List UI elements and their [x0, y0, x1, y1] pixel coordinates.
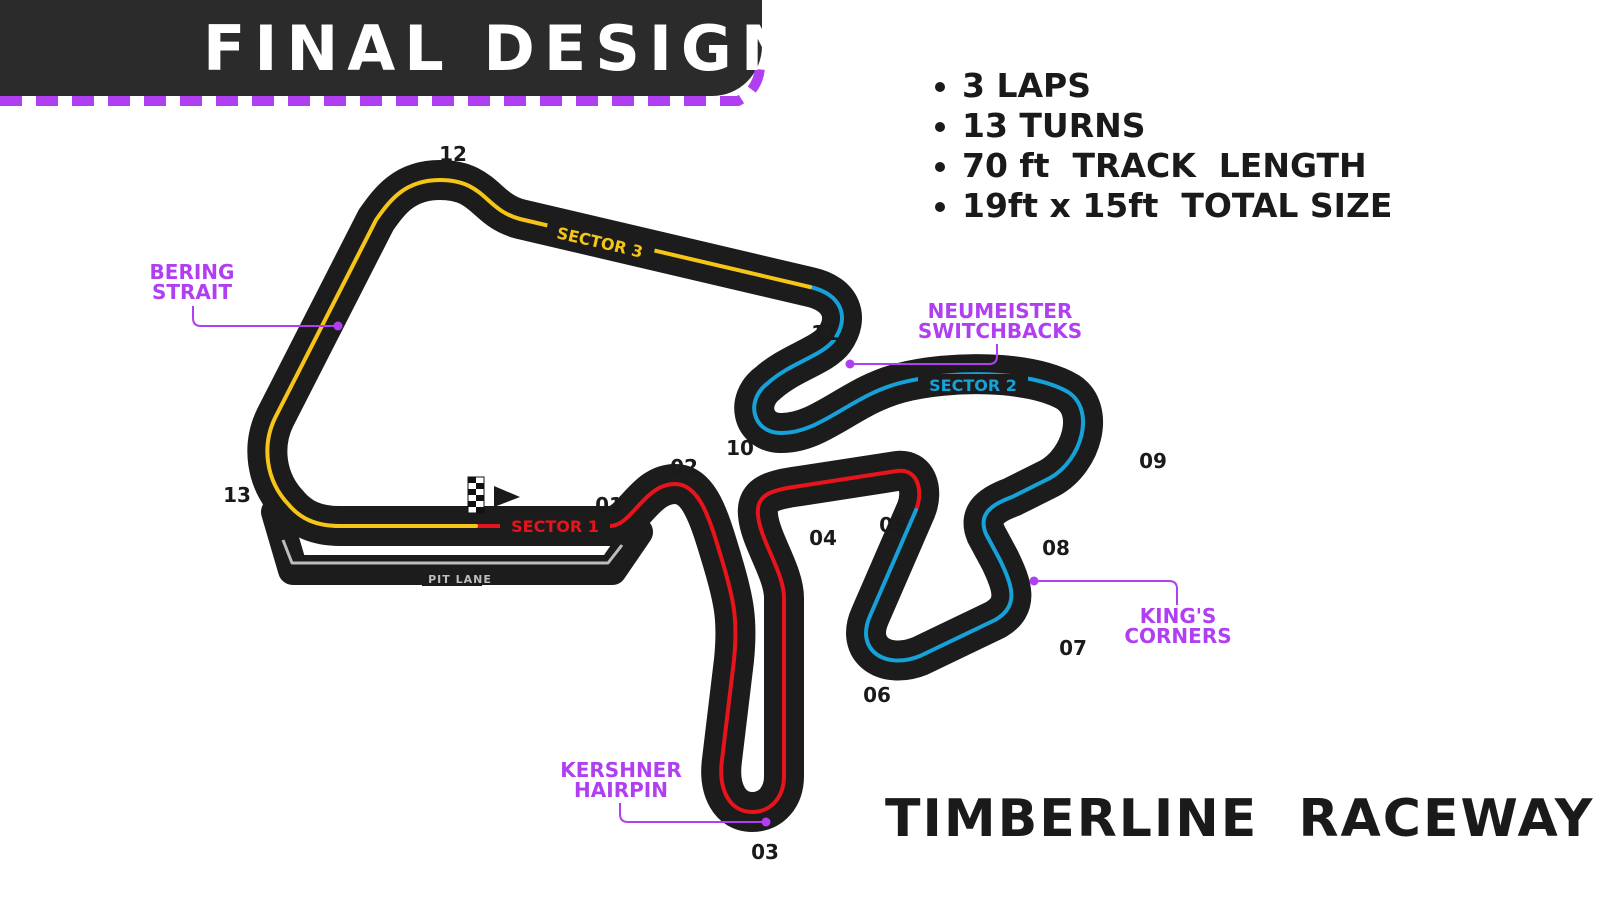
- sector-1-line: [474, 468, 922, 814]
- callout-kings-corners: KING'S CORNERS: [1029, 576, 1232, 648]
- callout-kershner-hairpin: KERSHNER HAIRPIN: [560, 758, 771, 827]
- bullet: [935, 202, 945, 212]
- turn-label-06: 06: [863, 683, 891, 707]
- track-asphalt: [247, 160, 1103, 832]
- turn-label-11: 11: [811, 321, 839, 345]
- page-title: FINAL DESIGN: [203, 12, 802, 85]
- turn-label-02: 02: [670, 455, 698, 479]
- checkered-flag-icon: [467, 476, 485, 514]
- turn-numbers: 01 02 03 04 05 06 07 08 09 10 11 12 13: [223, 142, 1167, 864]
- header: FINAL DESIGN: [0, 0, 802, 106]
- callout-bering-line2: STRAIT: [152, 280, 232, 304]
- turn-label-01: 01: [595, 493, 623, 517]
- fact-size: 19ft x 15ft TOTAL SIZE: [962, 186, 1392, 225]
- header-dashed-underline: [0, 63, 765, 106]
- pit-lane-label: PIT LANE: [428, 573, 492, 586]
- callout-neumeister-leader: [850, 344, 998, 365]
- callout-kershner-line2: HAIRPIN: [574, 778, 668, 802]
- callout-kings-line2: CORNERS: [1124, 624, 1231, 648]
- turn-label-05: 05: [879, 513, 907, 537]
- callout-neumeister-line1: NEUMEISTER: [928, 299, 1073, 323]
- bullet: [935, 162, 945, 172]
- callout-bering-line1: BERING: [150, 260, 235, 284]
- pit-lane-line: [281, 539, 624, 565]
- callout-kings-dot: [1029, 576, 1039, 586]
- sector-1-label-bg: [500, 515, 610, 537]
- callout-kings-line1: KING'S: [1140, 604, 1217, 628]
- fact-laps: 3 LAPS: [962, 66, 1091, 105]
- turn-label-03: 03: [751, 840, 779, 864]
- turn-label-12: 12: [439, 142, 467, 166]
- callout-kershner-line1: KERSHNER: [560, 758, 682, 782]
- callout-neumeister-dot: [845, 359, 855, 369]
- bullet: [935, 122, 945, 132]
- callout-neumeister-switchbacks: NEUMEISTER SWITCHBACKS: [845, 299, 1082, 369]
- turn-label-04: 04: [809, 526, 837, 550]
- sector-3-line: [265, 178, 812, 528]
- start-finish-line: [467, 476, 520, 514]
- sector-2-label: SECTOR 2: [929, 376, 1017, 395]
- sector-2-label-bg: [918, 374, 1028, 394]
- facts-list: 3 LAPS 13 TURNS 70 ft TRACK LENGTH 19ft …: [935, 66, 1392, 225]
- callout-kings-leader: [1034, 580, 1178, 605]
- pit-lane-label-bg: [422, 572, 482, 586]
- turn-label-13: 13: [223, 483, 251, 507]
- turn-label-09: 09: [1139, 449, 1167, 473]
- callout-neumeister-line2: SWITCHBACKS: [918, 319, 1082, 343]
- fact-length: 70 ft TRACK LENGTH: [962, 146, 1367, 185]
- turn-label-10: 10: [726, 436, 754, 460]
- track-name: TIMBERLINE RACEWAY: [885, 789, 1594, 849]
- sector-3-label-bg: [543, 218, 657, 266]
- bullet: [935, 82, 945, 92]
- callout-bering-dot: [333, 321, 343, 331]
- turn-label-08: 08: [1042, 536, 1070, 560]
- callout-bering-leader: [192, 306, 338, 327]
- callouts: BERING STRAIT NEUMEISTER SWITCHBACKS KIN…: [150, 260, 1232, 827]
- callout-kershner-dot: [761, 817, 771, 827]
- direction-arrow-icon: [494, 486, 520, 507]
- callout-bering-strait: BERING STRAIT: [150, 260, 343, 331]
- header-bar: [0, 0, 762, 96]
- callout-kershner-leader: [619, 803, 766, 823]
- pit-lane: PIT LANE: [261, 497, 653, 586]
- turn-label-07: 07: [1059, 636, 1087, 660]
- sector-1-label: SECTOR 1: [511, 517, 599, 536]
- fact-turns: 13 TURNS: [962, 106, 1146, 145]
